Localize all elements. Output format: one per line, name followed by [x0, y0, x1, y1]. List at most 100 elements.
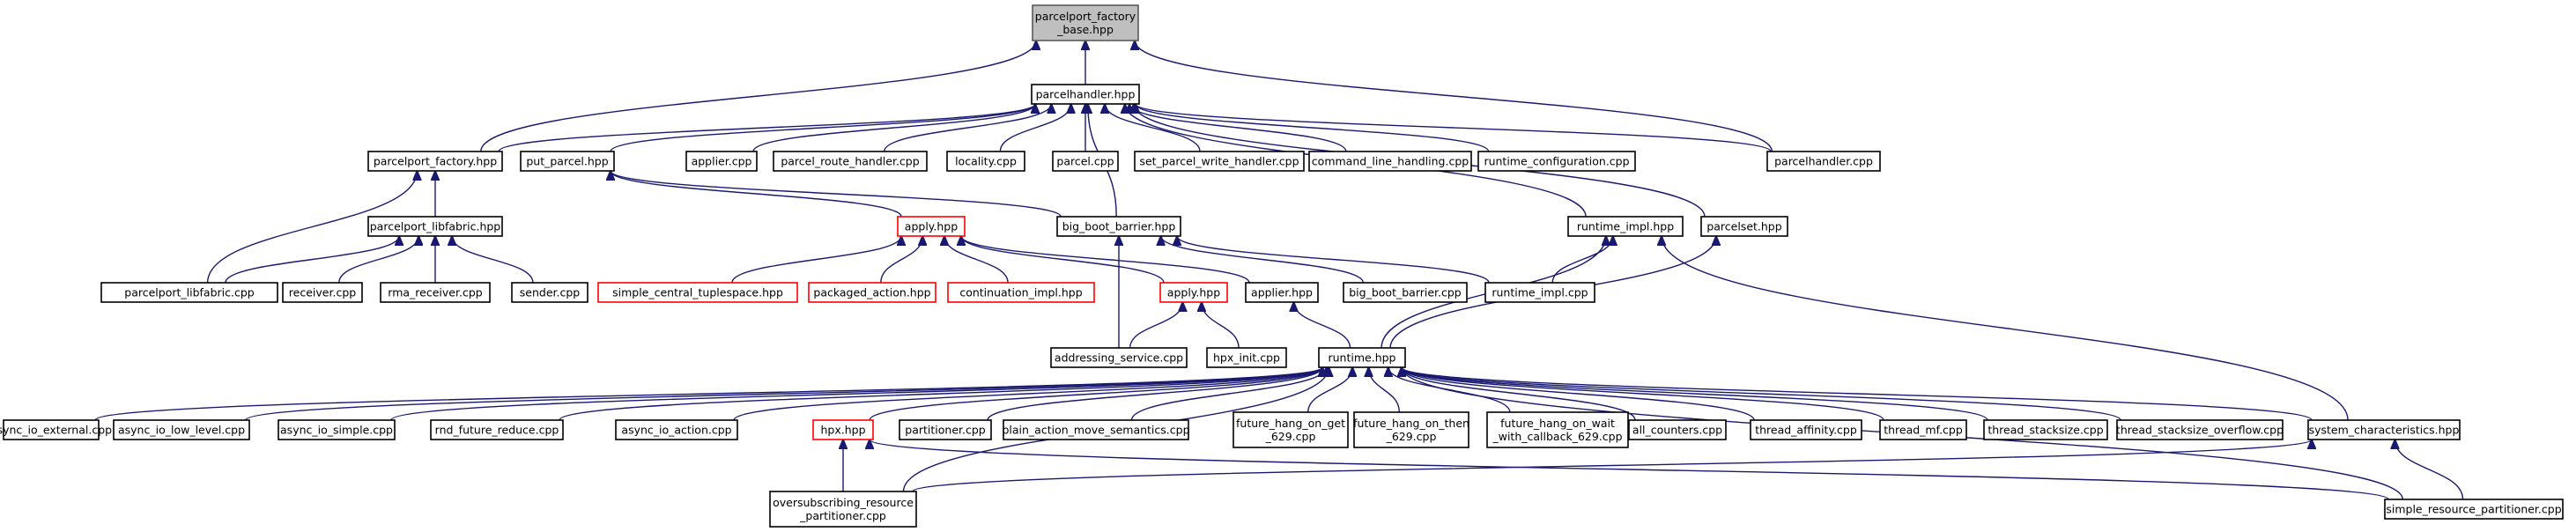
- node-as[interactable]: addressing_service.cpp: [1050, 347, 1188, 368]
- node-box: [1750, 419, 1862, 440]
- edge-n_ta-to-n_rt: [1402, 367, 1755, 421]
- node-rt[interactable]: runtime.hpp: [1318, 347, 1406, 368]
- node-box: [1003, 419, 1189, 440]
- node-box: [2384, 499, 2564, 520]
- node-box: [1245, 282, 1319, 303]
- node-box: [1484, 282, 1595, 303]
- node-box: [1031, 84, 1140, 105]
- node-ac[interactable]: all_counters.cpp: [1628, 419, 1727, 440]
- node-label: command_line_handling.cpp: [1312, 155, 1469, 168]
- edge-n_phcpp-to-n_pfb: [1135, 41, 1773, 152]
- node-box: [615, 419, 738, 440]
- node-pams[interactable]: plain_action_move_semantics.cpp: [1002, 419, 1190, 440]
- node-box: [1983, 419, 2108, 440]
- node-pf[interactable]: parcelport_factory.hpp: [367, 151, 503, 172]
- node-ph[interactable]: parcelhandler.hpp: [1031, 84, 1140, 105]
- node-rih[interactable]: runtime_impl.hpp: [1567, 216, 1684, 237]
- node-apply2[interactable]: apply.hpp: [1159, 282, 1228, 303]
- node-bbbcpp[interactable]: big_boot_barrier.cpp: [1343, 282, 1468, 303]
- node-box: [769, 491, 917, 528]
- edge-n_hpx-to-n_rt: [869, 367, 1322, 421]
- edge-n_ricpp-to-n_rih: [1551, 236, 1613, 284]
- node-rfr[interactable]: rnd_future_reduce.cpp: [430, 419, 564, 440]
- edge-n_bbbcpp-to-n_bbb: [1161, 236, 1365, 284]
- node-pfb[interactable]: parcelport_factory_base.hpp: [1032, 4, 1139, 41]
- node-box: [1477, 151, 1636, 172]
- edge-n_ts-to-n_rt: [1402, 367, 1988, 421]
- node-spwh[interactable]: set_parcel_write_handler.cpp: [1134, 151, 1305, 172]
- node-label: all_counters.cpp: [1632, 424, 1722, 437]
- node-box: [597, 282, 798, 303]
- node-box: [100, 282, 278, 303]
- node-sc[interactable]: system_characteristics.hpp: [2307, 419, 2461, 440]
- edge-n_srp-to-n_hpx: [870, 440, 2389, 500]
- node-label: async_io_low_level.cpp: [118, 424, 245, 437]
- node-fhg[interactable]: future_hang_on_get_629.cpp: [1232, 411, 1349, 448]
- node-label: runtime_impl.hpp: [1577, 220, 1674, 233]
- node-rc[interactable]: runtime_configuration.cpp: [1477, 151, 1636, 172]
- edge-n_rt-to-n_applier_hpp: [1294, 302, 1351, 349]
- node-label: thread_stacksize.cpp: [1988, 424, 2103, 437]
- node-plh[interactable]: parcelport_libfabric.hpp: [367, 216, 503, 237]
- node-bbb[interactable]: big_boot_barrier.hpp: [1056, 216, 1181, 237]
- node-label: sender.cpp: [520, 286, 581, 299]
- node-orp[interactable]: oversubscribing_resource_partitioner.cpp: [769, 491, 917, 528]
- node-box: [1343, 282, 1468, 303]
- node-fhw[interactable]: future_hang_on_wait_with_callback_629.cp…: [1486, 411, 1629, 448]
- node-loc[interactable]: locality.cpp: [946, 151, 1025, 172]
- node-sct[interactable]: simple_central_tuplespace.hpp: [597, 282, 798, 303]
- node-srp[interactable]: simple_resource_partitioner.cpp: [2384, 499, 2564, 520]
- node-label: parcelport_libfabric.cpp: [124, 286, 255, 299]
- node-pp[interactable]: put_parcel.hpp: [520, 151, 615, 172]
- node-label: parcelset.hpp: [1706, 220, 1781, 233]
- node-parcel[interactable]: parcel.cpp: [1052, 151, 1119, 172]
- node-prh[interactable]: parcel_route_handler.cpp: [773, 151, 928, 172]
- node-phcpp[interactable]: parcelhandler.cpp: [1766, 151, 1881, 172]
- node-box: [511, 282, 588, 303]
- node-rma[interactable]: rma_receiver.cpp: [380, 282, 491, 303]
- node-box: [1050, 347, 1188, 368]
- node-apply[interactable]: apply.hpp: [897, 216, 966, 237]
- node-aill[interactable]: async_io_low_level.cpp: [113, 419, 250, 440]
- node-hi[interactable]: hpx_init.cpp: [1206, 347, 1287, 368]
- node-box: [946, 151, 1025, 172]
- node-ta[interactable]: thread_affinity.cpp: [1750, 419, 1862, 440]
- node-part[interactable]: partitioner.cpp: [899, 419, 992, 440]
- node-box: [812, 419, 874, 440]
- node-aia[interactable]: async_io_action.cpp: [615, 419, 738, 440]
- node-ts[interactable]: thread_stacksize.cpp: [1983, 419, 2108, 440]
- edge-n_pf-to-n_pfb: [480, 41, 1036, 152]
- node-label: parcelport_factory.hpp: [374, 155, 497, 168]
- edge-n_plcpp-to-n_pf: [206, 171, 418, 284]
- node-ci[interactable]: continuation_impl.hpp: [947, 282, 1095, 303]
- node-box: [367, 151, 503, 172]
- node-recv[interactable]: receiver.cpp: [282, 282, 363, 303]
- edge-n_as-to-n_apply2: [1129, 302, 1183, 349]
- node-box: [897, 216, 966, 237]
- node-clh[interactable]: command_line_handling.cpp: [1308, 151, 1472, 172]
- node-send[interactable]: sender.cpp: [511, 282, 588, 303]
- node-psh[interactable]: parcelset.hpp: [1700, 216, 1788, 237]
- node-aie[interactable]: async_io_external.cpp: [0, 419, 112, 440]
- node-label: parcelport_libfabric.hpp: [370, 220, 501, 233]
- node-pa[interactable]: packaged_action.hpp: [808, 282, 936, 303]
- node-tso[interactable]: thread_stacksize_overflow.cpp: [2116, 419, 2284, 440]
- node-plcpp[interactable]: parcelport_libfabric.cpp: [100, 282, 278, 303]
- node-label: oversubscribing_resource: [773, 496, 914, 509]
- node-ricpp[interactable]: runtime_impl.cpp: [1484, 282, 1595, 303]
- node-label: async_io_simple.cpp: [280, 424, 393, 437]
- node-ais[interactable]: async_io_simple.cpp: [278, 419, 396, 440]
- node-label: applier.cpp: [692, 155, 752, 168]
- node-label: packaged_action.hpp: [813, 286, 930, 299]
- node-applier-cpp[interactable]: applier.cpp: [685, 151, 758, 172]
- node-applier-hpp[interactable]: applier.hpp: [1245, 282, 1319, 303]
- node-label: thread_affinity.cpp: [1755, 424, 1857, 437]
- edge-n_applier_cpp-to-n_ph: [752, 104, 1035, 152]
- edge-n_srp-to-n_sc: [2395, 440, 2464, 500]
- edge-n_recv-to-n_plh: [338, 236, 418, 284]
- node-fht[interactable]: future_hang_on_then_629.cpp: [1353, 411, 1469, 448]
- node-hpx[interactable]: hpx.hpp: [812, 419, 874, 440]
- node-tmf[interactable]: thread_mf.cpp: [1879, 419, 1967, 440]
- node-label: continuation_impl.hpp: [959, 286, 1082, 299]
